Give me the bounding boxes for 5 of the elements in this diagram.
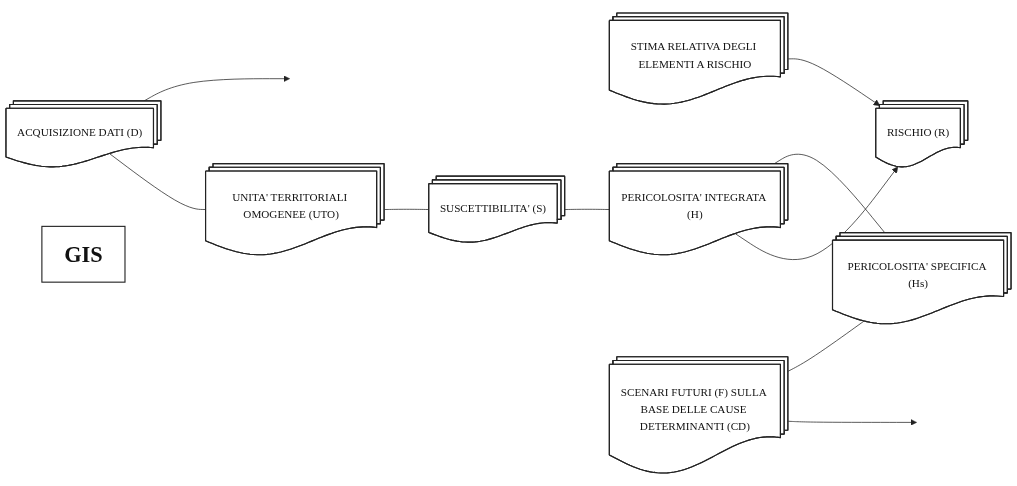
connector: [787, 320, 865, 372]
connector: [384, 208, 430, 210]
connector: [109, 153, 207, 210]
node-box: GIS: [41, 225, 126, 283]
connector: [564, 208, 611, 210]
